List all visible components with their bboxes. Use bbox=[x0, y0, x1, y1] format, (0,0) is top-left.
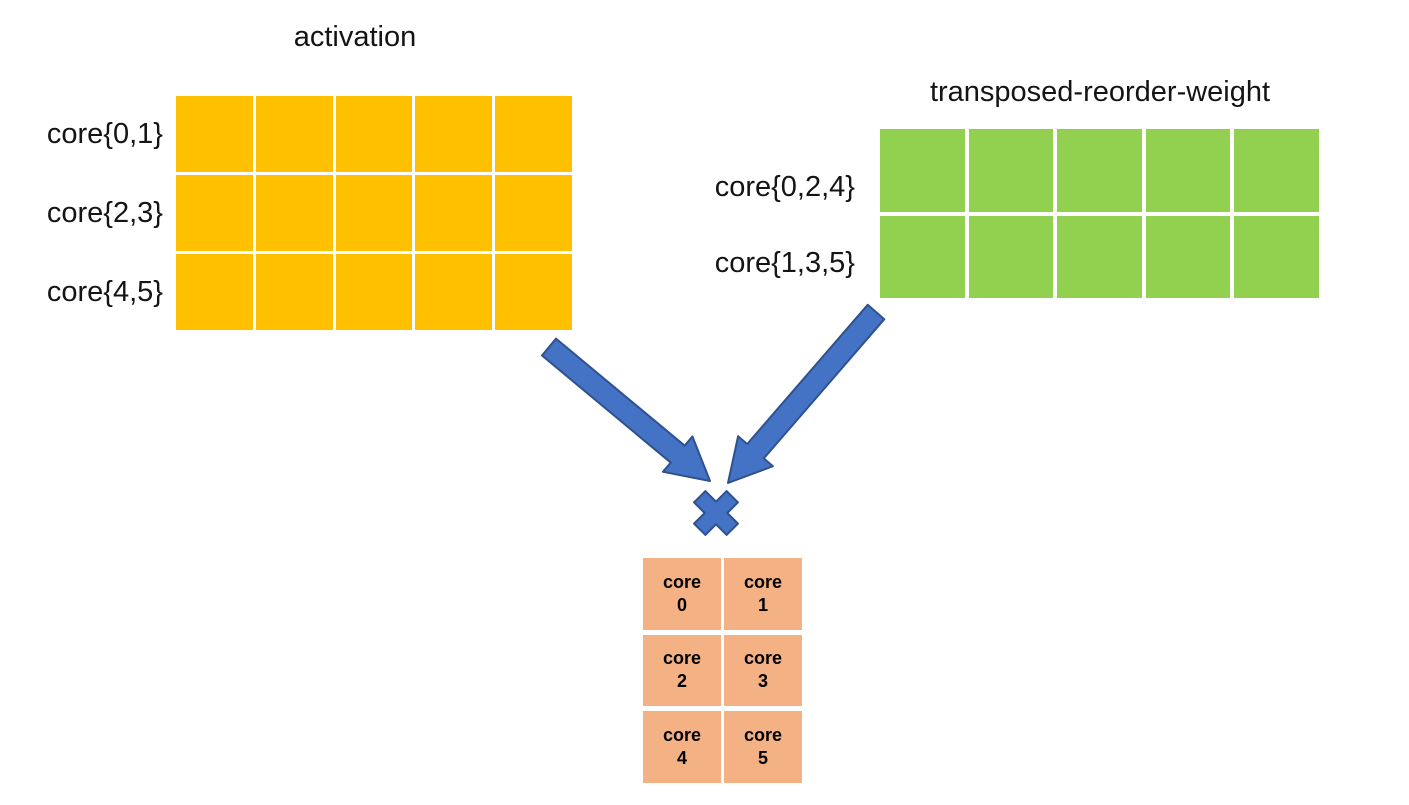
activation-row-label: core{0,1} bbox=[46, 118, 163, 150]
weight-cell bbox=[1234, 129, 1319, 212]
weight-cell bbox=[1057, 129, 1142, 212]
activation-cell bbox=[415, 96, 493, 172]
weight-title: transposed-reorder-weight bbox=[929, 76, 1271, 108]
activation-cell bbox=[255, 254, 333, 330]
weight-row-label: core{0,2,4} bbox=[714, 171, 855, 203]
activation-cell bbox=[176, 175, 253, 251]
result-core-cell: core 4 bbox=[643, 711, 721, 783]
weight-cell bbox=[968, 129, 1054, 212]
weight-cell bbox=[1234, 215, 1319, 298]
activation-cell bbox=[176, 96, 253, 172]
arrow-from-weight-icon bbox=[727, 303, 886, 484]
activation-cell bbox=[335, 175, 413, 251]
result-core-cell: core 0 bbox=[643, 558, 721, 630]
activation-grid bbox=[176, 96, 572, 330]
multiply-icon bbox=[693, 490, 739, 536]
activation-cell bbox=[255, 175, 333, 251]
weight-cell bbox=[1145, 215, 1231, 298]
activation-row-label: core{2,3} bbox=[46, 197, 163, 229]
result-core-cell: core 3 bbox=[724, 634, 802, 707]
activation-cell bbox=[495, 96, 572, 172]
weight-cell bbox=[968, 215, 1054, 298]
weight-grid bbox=[880, 129, 1319, 298]
activation-title: activation bbox=[293, 21, 417, 53]
activation-cell bbox=[415, 175, 493, 251]
arrow-from-activation-icon bbox=[541, 337, 711, 482]
activation-cell bbox=[415, 254, 493, 330]
activation-cell bbox=[495, 175, 572, 251]
activation-row-label: core{4,5} bbox=[46, 276, 163, 308]
result-core-cell: core 2 bbox=[643, 634, 721, 707]
activation-cell bbox=[255, 96, 333, 172]
activation-cell bbox=[335, 96, 413, 172]
activation-cell bbox=[176, 254, 253, 330]
weight-row-label: core{1,3,5} bbox=[714, 247, 855, 279]
weight-cell bbox=[1145, 129, 1231, 212]
result-core-cell: core 5 bbox=[724, 711, 802, 783]
activation-cell bbox=[335, 254, 413, 330]
result-core-cell: core 1 bbox=[724, 558, 802, 630]
weight-cell bbox=[1057, 215, 1142, 298]
activation-cell bbox=[495, 254, 572, 330]
weight-cell bbox=[880, 129, 965, 212]
weight-cell bbox=[880, 215, 965, 298]
